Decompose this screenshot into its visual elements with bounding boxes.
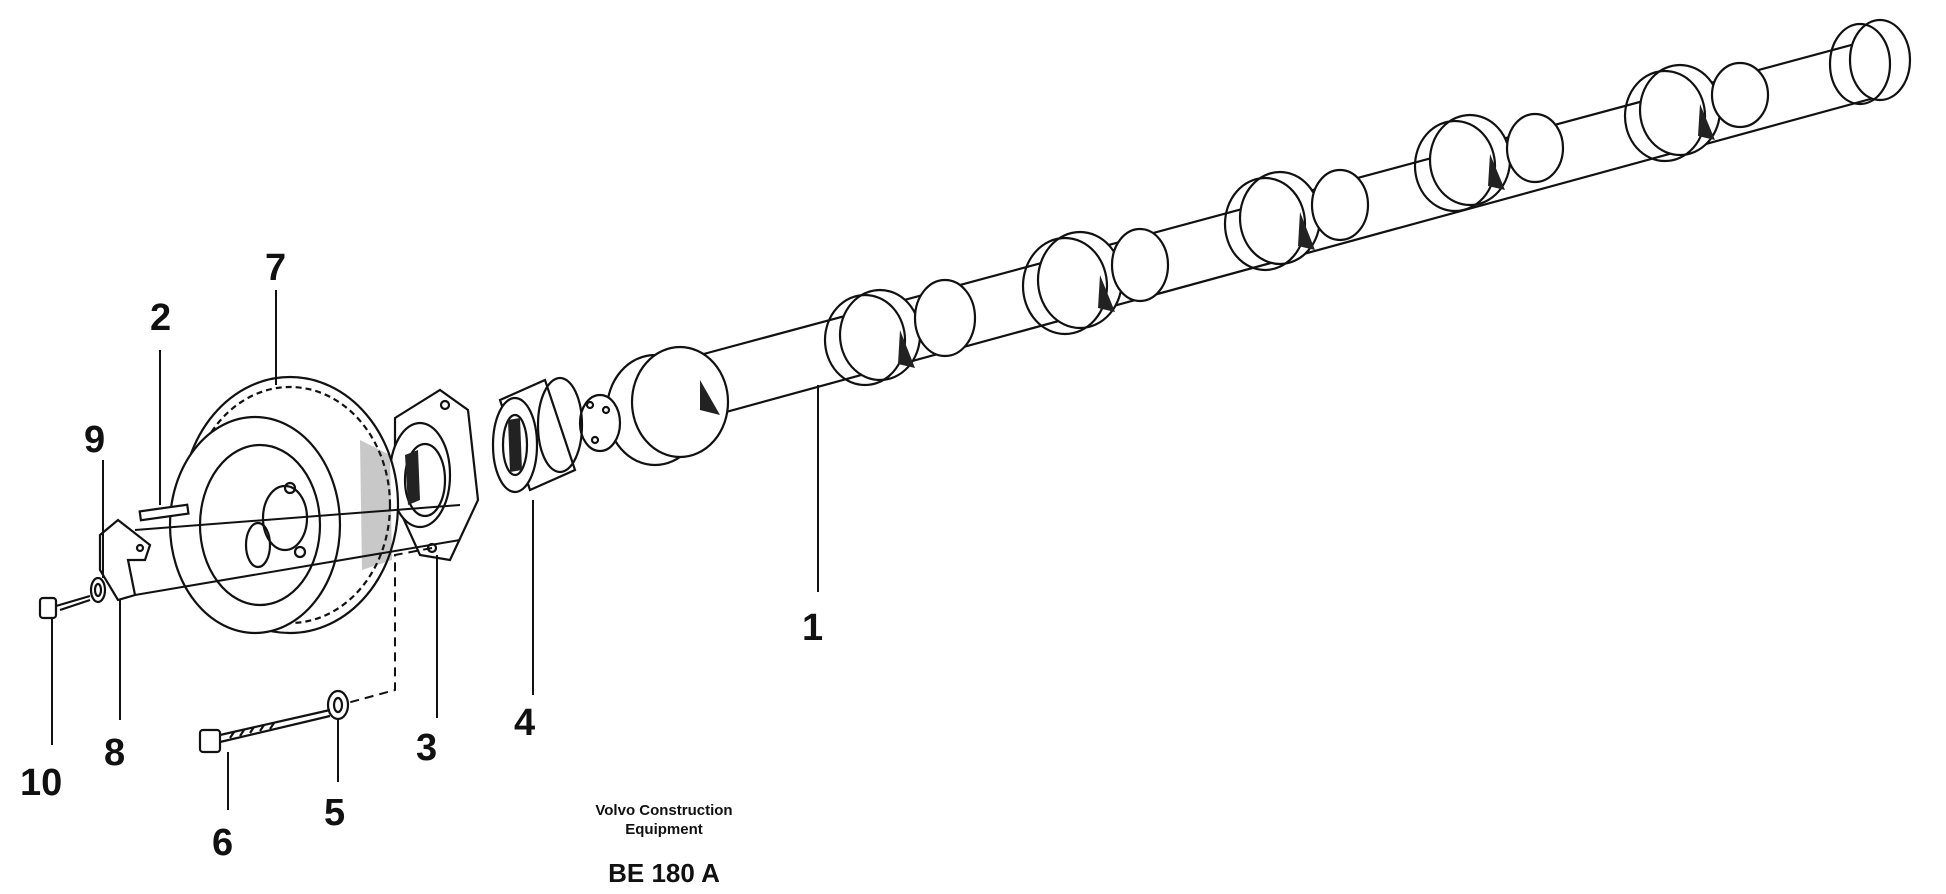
dowel-pin [138,503,190,522]
bearing-sleeve [491,376,584,494]
callout-9: 9 [84,419,105,461]
callout-1: 1 [802,607,823,649]
callout-5: 5 [324,792,345,834]
timing-gear [168,375,400,635]
bolt-10 [38,594,91,620]
leader-lines [51,290,819,810]
callout-4: 4 [514,702,535,744]
lock-plate [98,518,152,602]
camshaft [578,18,1912,467]
bolt-6 [198,708,331,754]
callout-7: 7 [265,247,286,289]
washer-5 [326,689,350,721]
callout-2: 2 [150,297,171,339]
callout-8: 8 [104,732,125,774]
callout-3: 3 [416,727,437,769]
credit-line-2: Equipment [625,821,703,838]
figure-code: BE 180 A [608,858,720,888]
callout-10: 10 [20,762,62,804]
callout-6: 6 [212,822,233,864]
washer-9 [89,576,107,604]
credit-line-1: Volvo Construction [595,802,732,819]
flange-plate [388,388,480,562]
camshaft-journals [580,18,1912,467]
